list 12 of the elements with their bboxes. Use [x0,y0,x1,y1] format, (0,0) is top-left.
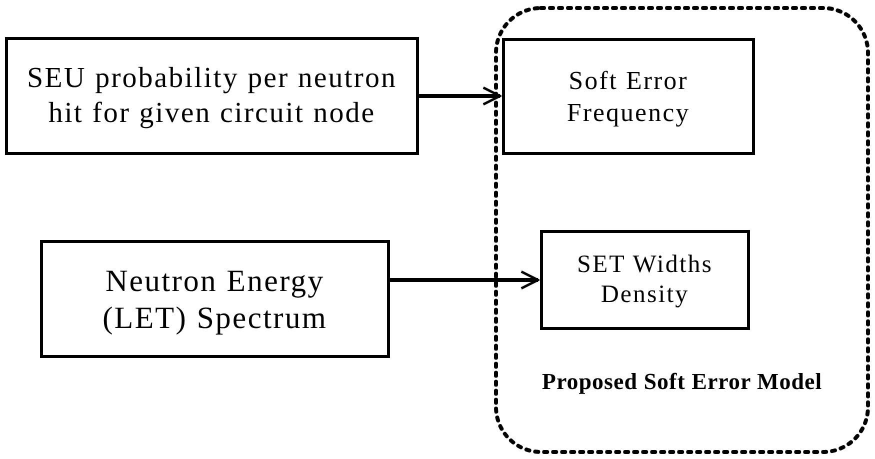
process-box [540,230,750,330]
dotted-region [493,5,871,455]
process-box [5,37,419,155]
box-label: SET Widths Density [576,250,714,310]
process-box [40,240,390,358]
arrow [390,270,540,290]
process-box [502,38,755,155]
arrow [419,86,502,106]
region-title: Proposed Soft Error Model [540,368,824,396]
box-label: SEU probability per neutron hit for given circuit node [26,61,398,131]
box-label: Soft Error Frequency [566,65,692,128]
box-label: Neutron Energy (LET) Spectrum [101,262,328,336]
